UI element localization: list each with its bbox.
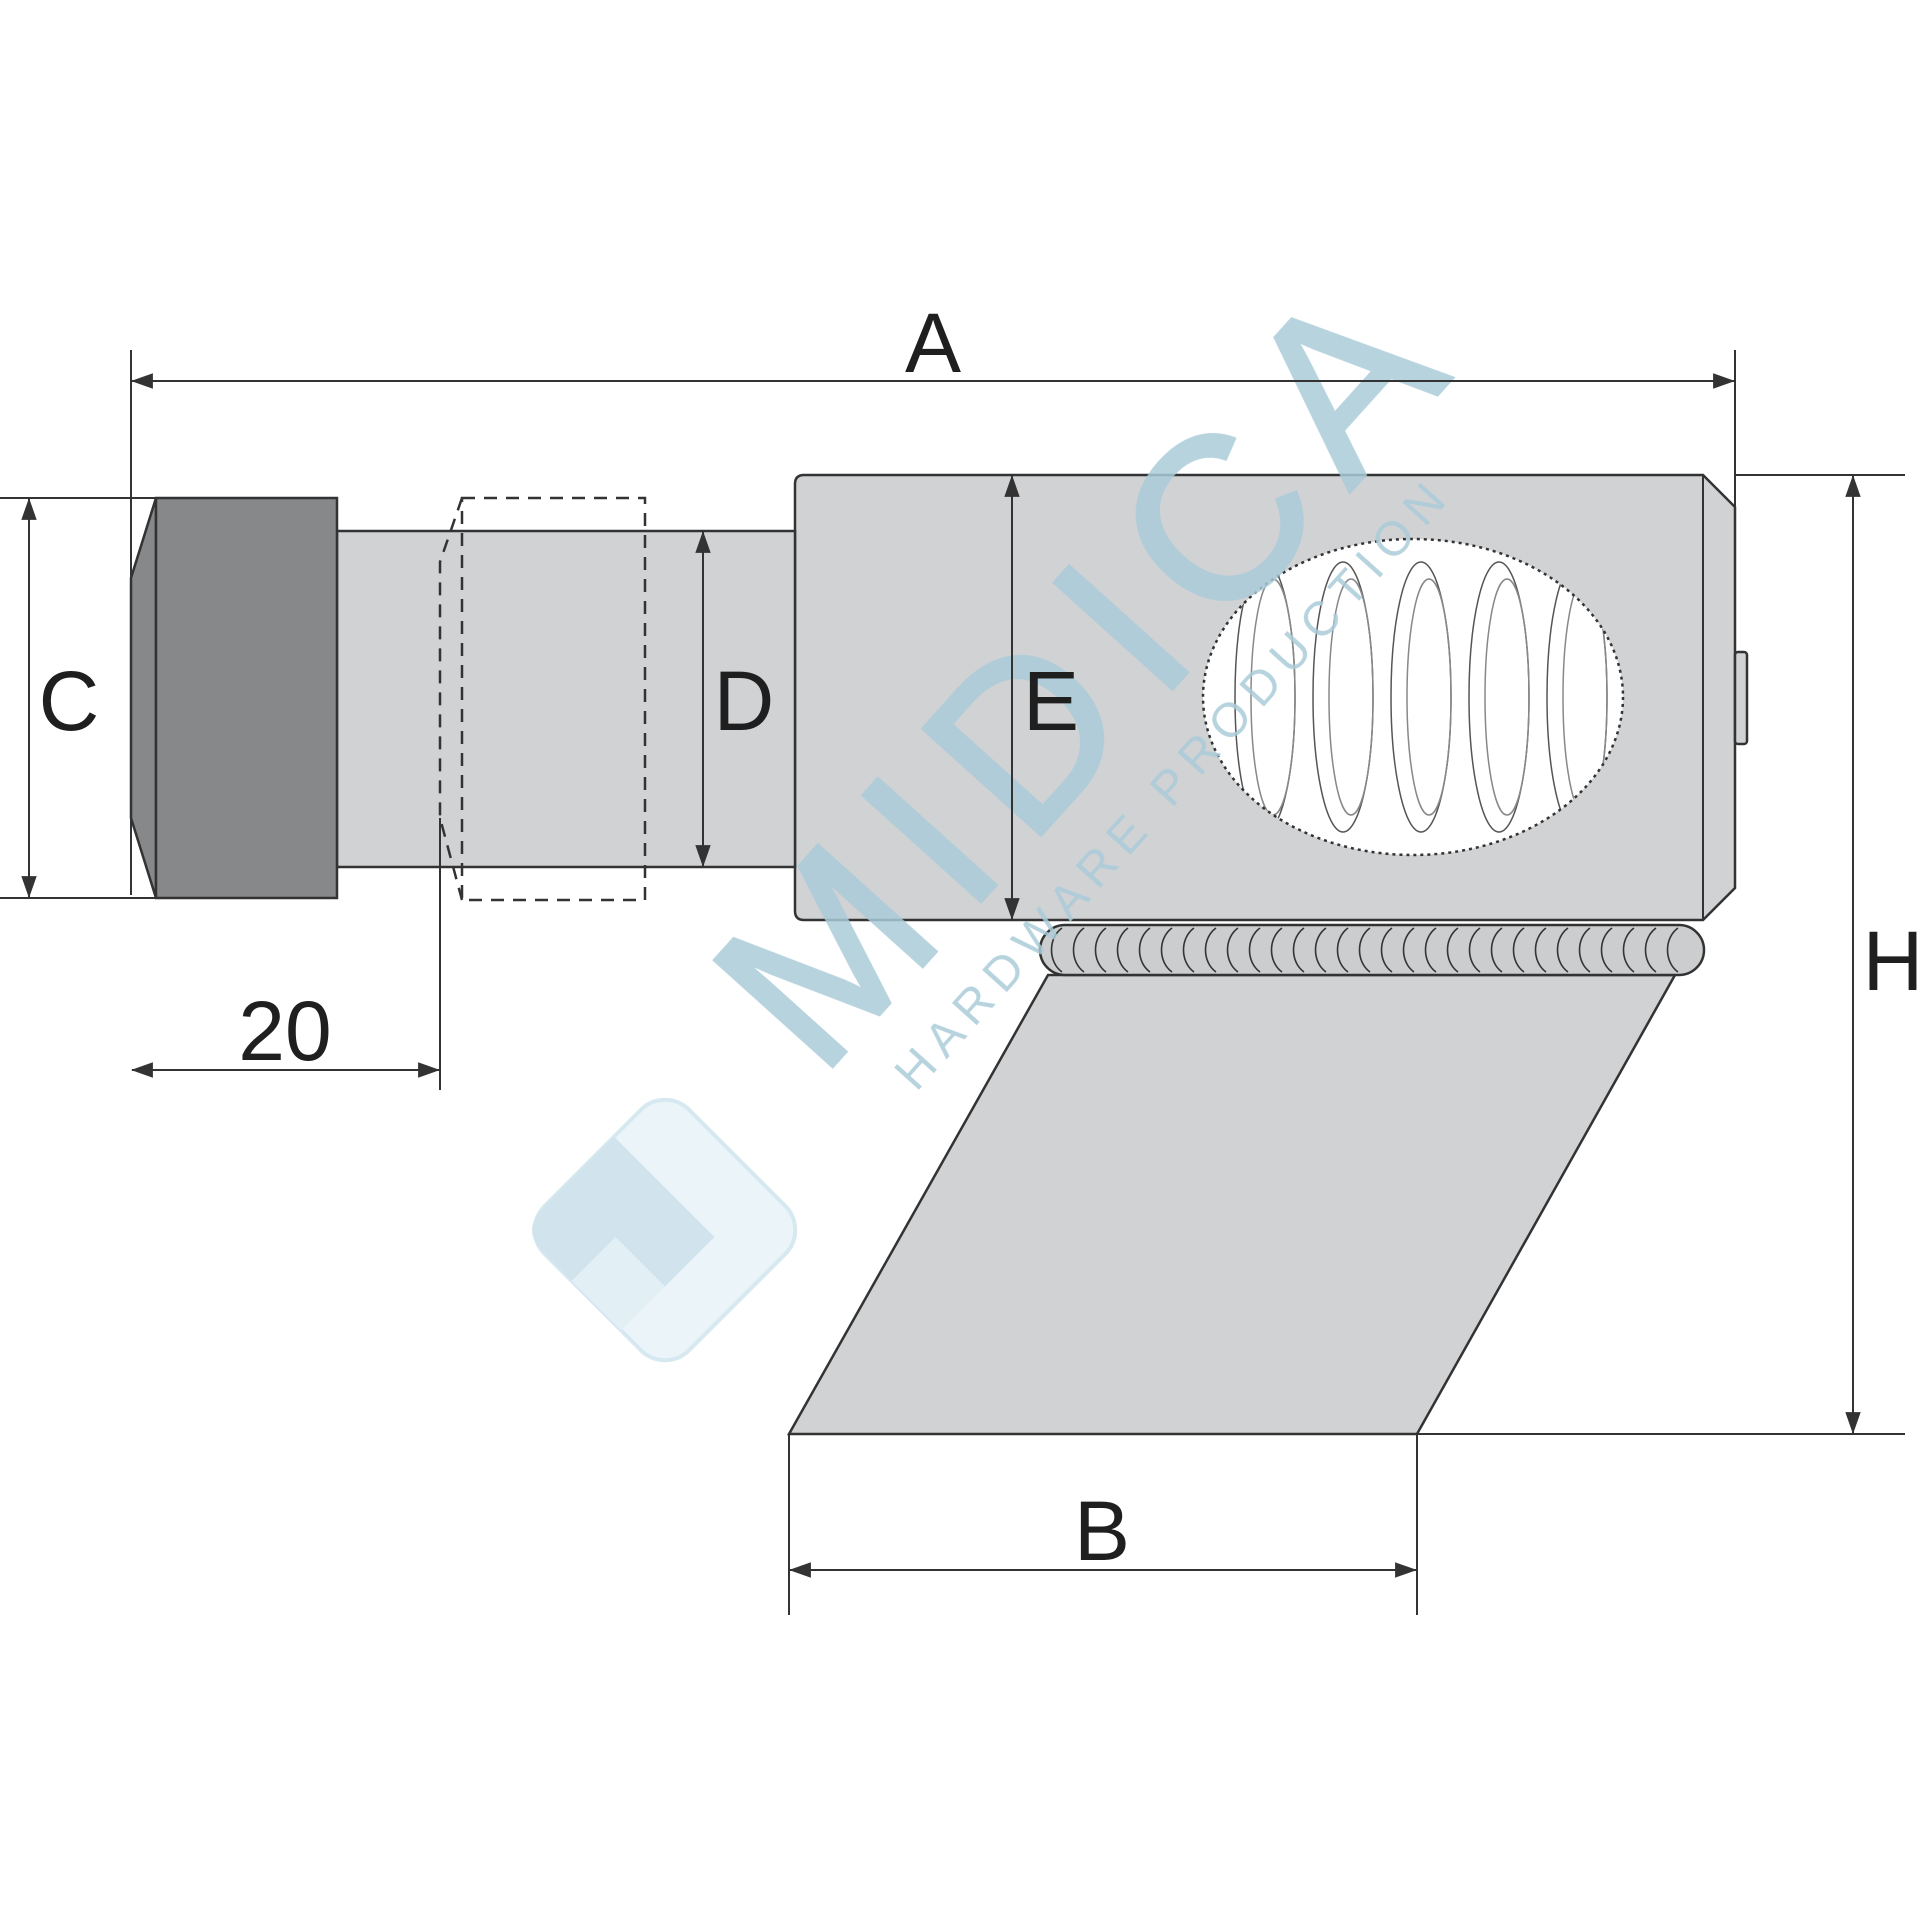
pin-shaft	[335, 529, 797, 869]
weld-ripple	[1094, 927, 1107, 973]
weld-ripple	[1402, 927, 1415, 973]
weld-ripple	[1578, 927, 1591, 973]
spring-coil-inner	[1328, 578, 1374, 816]
weld-ripple	[1072, 927, 1085, 973]
spring-coil-inner	[1406, 578, 1452, 816]
weld-ripple	[1292, 927, 1305, 973]
dimension-e-label: E	[1023, 654, 1079, 748]
weld-ripple	[1270, 927, 1283, 973]
dimension-h-label: H	[1863, 914, 1920, 1008]
weld-ripple	[1314, 927, 1327, 973]
weld-ripple	[1182, 927, 1195, 973]
weld-ripple	[1380, 927, 1393, 973]
weld-ripple	[1138, 927, 1151, 973]
weld-ripple	[1468, 927, 1481, 973]
weld-ripple	[1050, 927, 1063, 973]
dimension-d: D	[695, 530, 775, 868]
dimension-20: 20	[130, 818, 441, 1090]
weld-ripple	[1512, 927, 1525, 973]
weld-ripple	[1116, 927, 1129, 973]
dimension-b-label: B	[1074, 1484, 1130, 1578]
dimension-20-label: 20	[238, 984, 331, 1078]
dimension-a-label: A	[905, 296, 961, 390]
weld-ripple	[1446, 927, 1459, 973]
weld-ripple	[1204, 927, 1217, 973]
weld-ripple	[1226, 927, 1239, 973]
weld-ripple	[1248, 927, 1261, 973]
weld-ripple	[1534, 927, 1547, 973]
weld-ripple	[1666, 927, 1679, 973]
weld-ripple	[1160, 927, 1173, 973]
pin-cap	[129, 496, 339, 900]
weld-ripple	[1644, 927, 1657, 973]
weld-bead	[1038, 923, 1706, 977]
housing-end-tab	[1733, 650, 1749, 746]
weld-ripple	[1336, 927, 1349, 973]
dimension-d-label: D	[714, 654, 775, 748]
weld-ripple	[1622, 927, 1635, 973]
spring-coil-inner	[1484, 578, 1530, 816]
dimension-b: B	[788, 1434, 1418, 1615]
watermark-logo-icon	[532, 1097, 798, 1363]
weld-ripple	[1556, 927, 1569, 973]
weld-ripple	[1358, 927, 1371, 973]
dimension-h: H	[1417, 474, 1920, 1435]
sleeve-dashed-outline	[438, 496, 647, 902]
weld-ripple	[1490, 927, 1503, 973]
weld-ripple	[1600, 927, 1613, 973]
dimension-c-label: C	[39, 654, 100, 748]
dimension-a: A	[130, 296, 1736, 895]
dimension-c: C	[0, 497, 156, 899]
dimension-e: E	[1004, 474, 1079, 921]
weld-ripple	[1424, 927, 1437, 973]
